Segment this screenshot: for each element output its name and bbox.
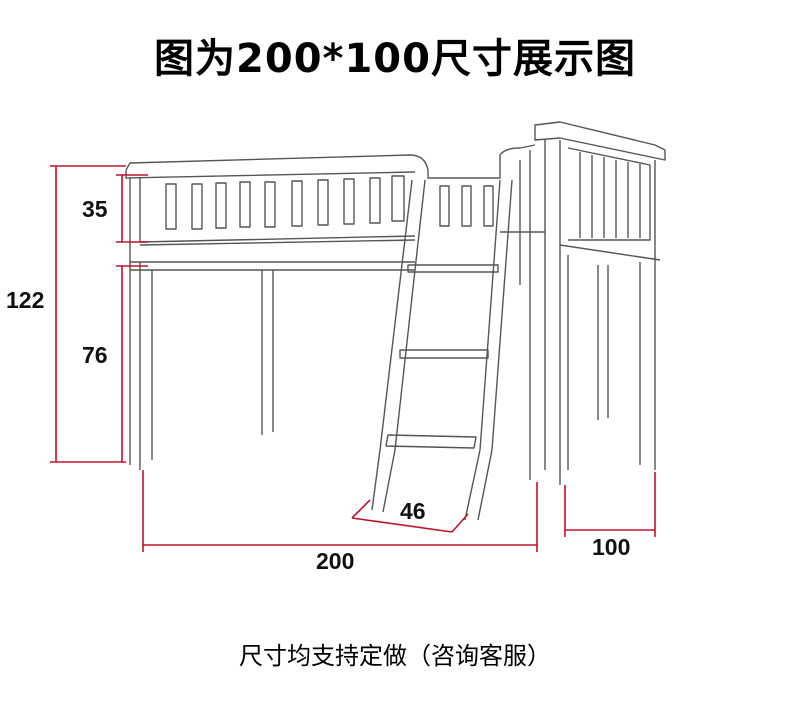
dimension-lines — [50, 165, 656, 552]
dim-total-height: 122 — [6, 287, 45, 313]
diagram-title: 图为200*100尺寸展示图 — [154, 36, 636, 82]
dim-line-ladder — [351, 517, 453, 533]
custom-size-note: 尺寸均支持定做（咨询客服） — [239, 642, 551, 670]
dim-length: 200 — [316, 548, 355, 574]
dim-ladder-width: 46 — [400, 498, 426, 524]
dim-rail-height: 35 — [82, 196, 108, 222]
dim-under-clearance: 76 — [82, 342, 108, 368]
dim-width: 100 — [592, 534, 631, 560]
guard-balusters — [165, 175, 494, 230]
bed-outline — [125, 121, 666, 521]
headboard-slats — [579, 152, 641, 238]
